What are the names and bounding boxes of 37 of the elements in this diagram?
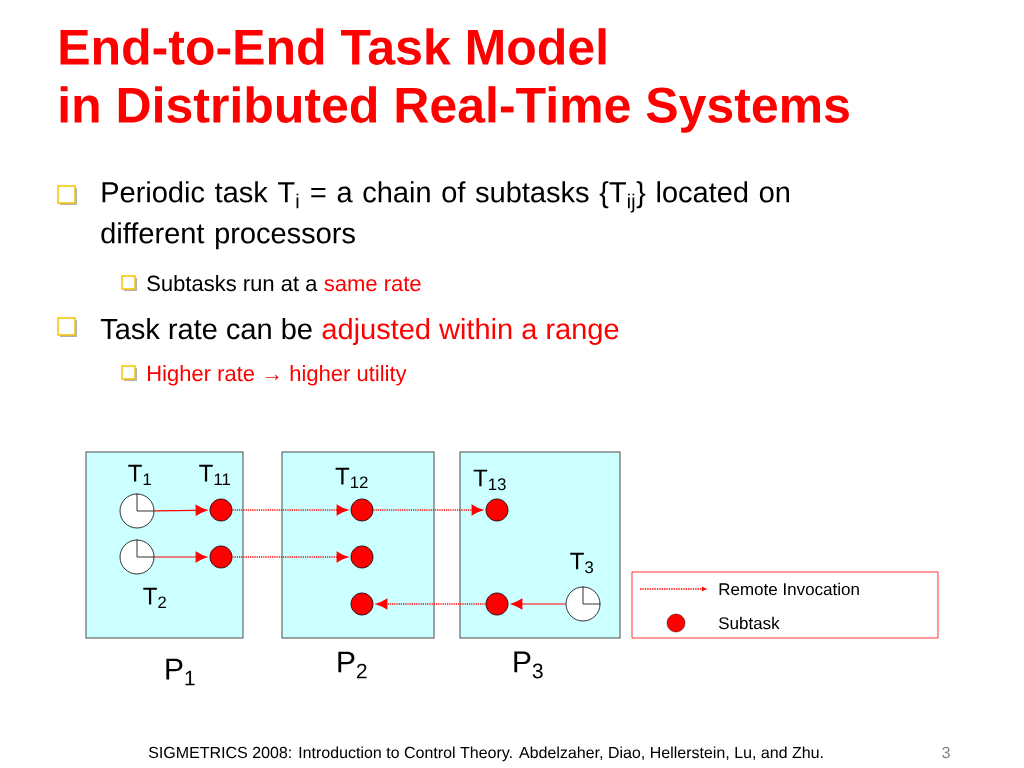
task-label: T$_{1}$ [128,464,151,486]
task-label: T$_{13}$ [473,469,506,491]
bullet-text: Subtasks run at a [147,275,318,292]
title: End-to-End Task Model in Distributed Real-Time Systems [60,28,849,133]
task-label: T$_{11}$ [199,464,230,486]
bullet-text: Periodic task T$_{i}$ = a chain of subtasks {T$_{ij}$} located on different processors [101,181,789,250]
bullet-text: adjusted within a range [322,318,619,345]
subtask-circle [350,498,374,522]
arrow [153,504,208,516]
task-label: T$_{3}$ [570,552,594,574]
arrow [372,504,483,516]
processor-box [85,451,244,639]
clock-icon [565,586,601,622]
arrow [231,504,348,516]
subtask-circle [485,498,509,522]
task-label: T$_{12}$ [335,467,368,489]
arrow [153,551,208,563]
legend-text: Subtask [719,616,780,630]
bullet-text: Task rate can be [100,318,312,340]
subtask-circle [350,545,374,569]
processor-box [459,451,621,639]
bullet-text: same rate [324,276,421,292]
arrow [376,598,487,610]
clock-icon [119,493,155,529]
legend-text: Remote Invocation [719,582,859,596]
processor-label: P$_{2}$ [338,651,367,679]
processor-label: P$_{3}$ [514,651,543,679]
subtask-circle [350,592,374,616]
arrow [231,551,348,563]
clock-icon [119,539,155,575]
processor-box [281,451,435,639]
processor-label: P$_{1}$ [166,658,195,686]
page-number: 3 [942,746,950,759]
arrow [510,598,567,610]
task-label: T$_{2}$ [143,587,166,609]
footer-text: SIGMETRICS 2008: Introduction to Control Theory. Abdelzaher, Diao, Hellerstein, Lu, and Zhu. [148,746,823,762]
bullet-text: Higher rate → higher utility [148,365,407,386]
